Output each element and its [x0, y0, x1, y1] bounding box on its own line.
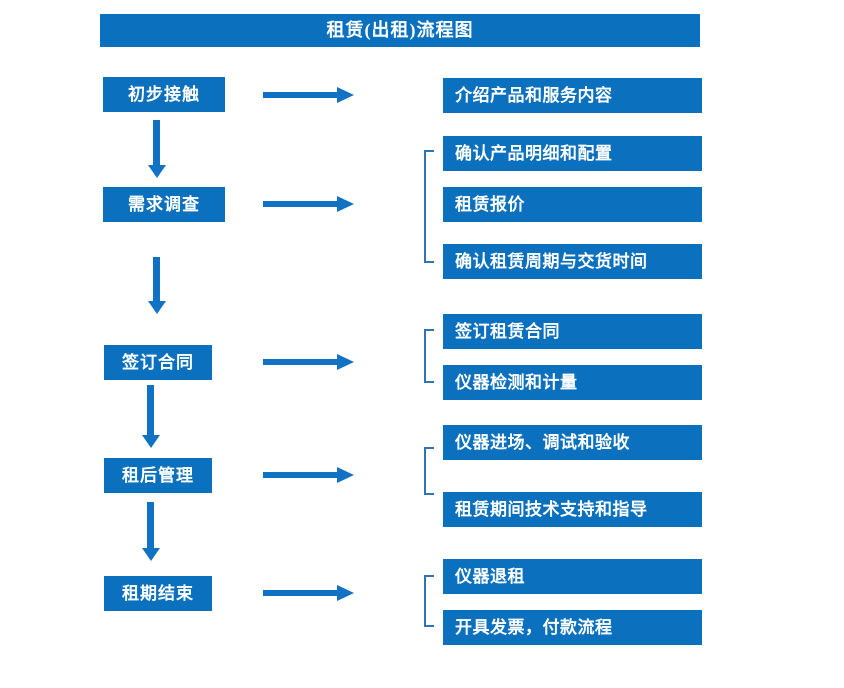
output-box-introduce-products-services: 介绍产品和服务内容 [443, 78, 702, 113]
bracket-sign-contract-group [424, 329, 434, 383]
stage-box-initial-contact: 初步接触 [103, 77, 225, 112]
stage-box-demand-survey: 需求调查 [103, 187, 225, 222]
stage-box-rental-period-end: 租期结束 [104, 576, 212, 611]
output-box-instrument-testing-metering: 仪器检测和计量 [443, 365, 702, 400]
right-arrow-initial-contact [263, 92, 337, 98]
output-box-confirm-rental-period-delivery: 确认租赁周期与交货时间 [443, 244, 702, 279]
output-box-technical-support-guidance: 租赁期间技术支持和指导 [443, 492, 702, 527]
stage-box-sign-contract: 签订合同 [104, 345, 212, 380]
bracket-rental-end-group [424, 575, 434, 627]
bracket-demand-survey-group [424, 150, 434, 263]
down-arrow-2 [153, 257, 160, 301]
down-arrow-3 [147, 385, 154, 435]
output-box-instrument-return: 仪器退租 [443, 559, 702, 594]
output-box-invoice-payment-process: 开具发票，付款流程 [443, 610, 702, 645]
output-box-rental-quotation: 租赁报价 [443, 187, 702, 222]
output-box-instrument-setup-acceptance: 仪器进场、调试和验收 [443, 425, 702, 460]
bracket-post-rental-group [424, 447, 434, 495]
right-arrow-post-rental-management [263, 472, 337, 478]
right-arrow-rental-period-end [263, 590, 337, 596]
stage-box-post-rental-management: 租后管理 [104, 458, 212, 493]
right-arrow-demand-survey [263, 201, 337, 207]
right-arrow-sign-contract [263, 359, 337, 365]
output-box-sign-rental-contract: 签订租赁合同 [443, 314, 702, 349]
down-arrow-1 [153, 120, 160, 165]
flowchart-title: 租赁(出租)流程图 [100, 14, 700, 47]
output-box-confirm-product-details: 确认产品明细和配置 [443, 136, 702, 171]
down-arrow-4 [147, 502, 154, 548]
